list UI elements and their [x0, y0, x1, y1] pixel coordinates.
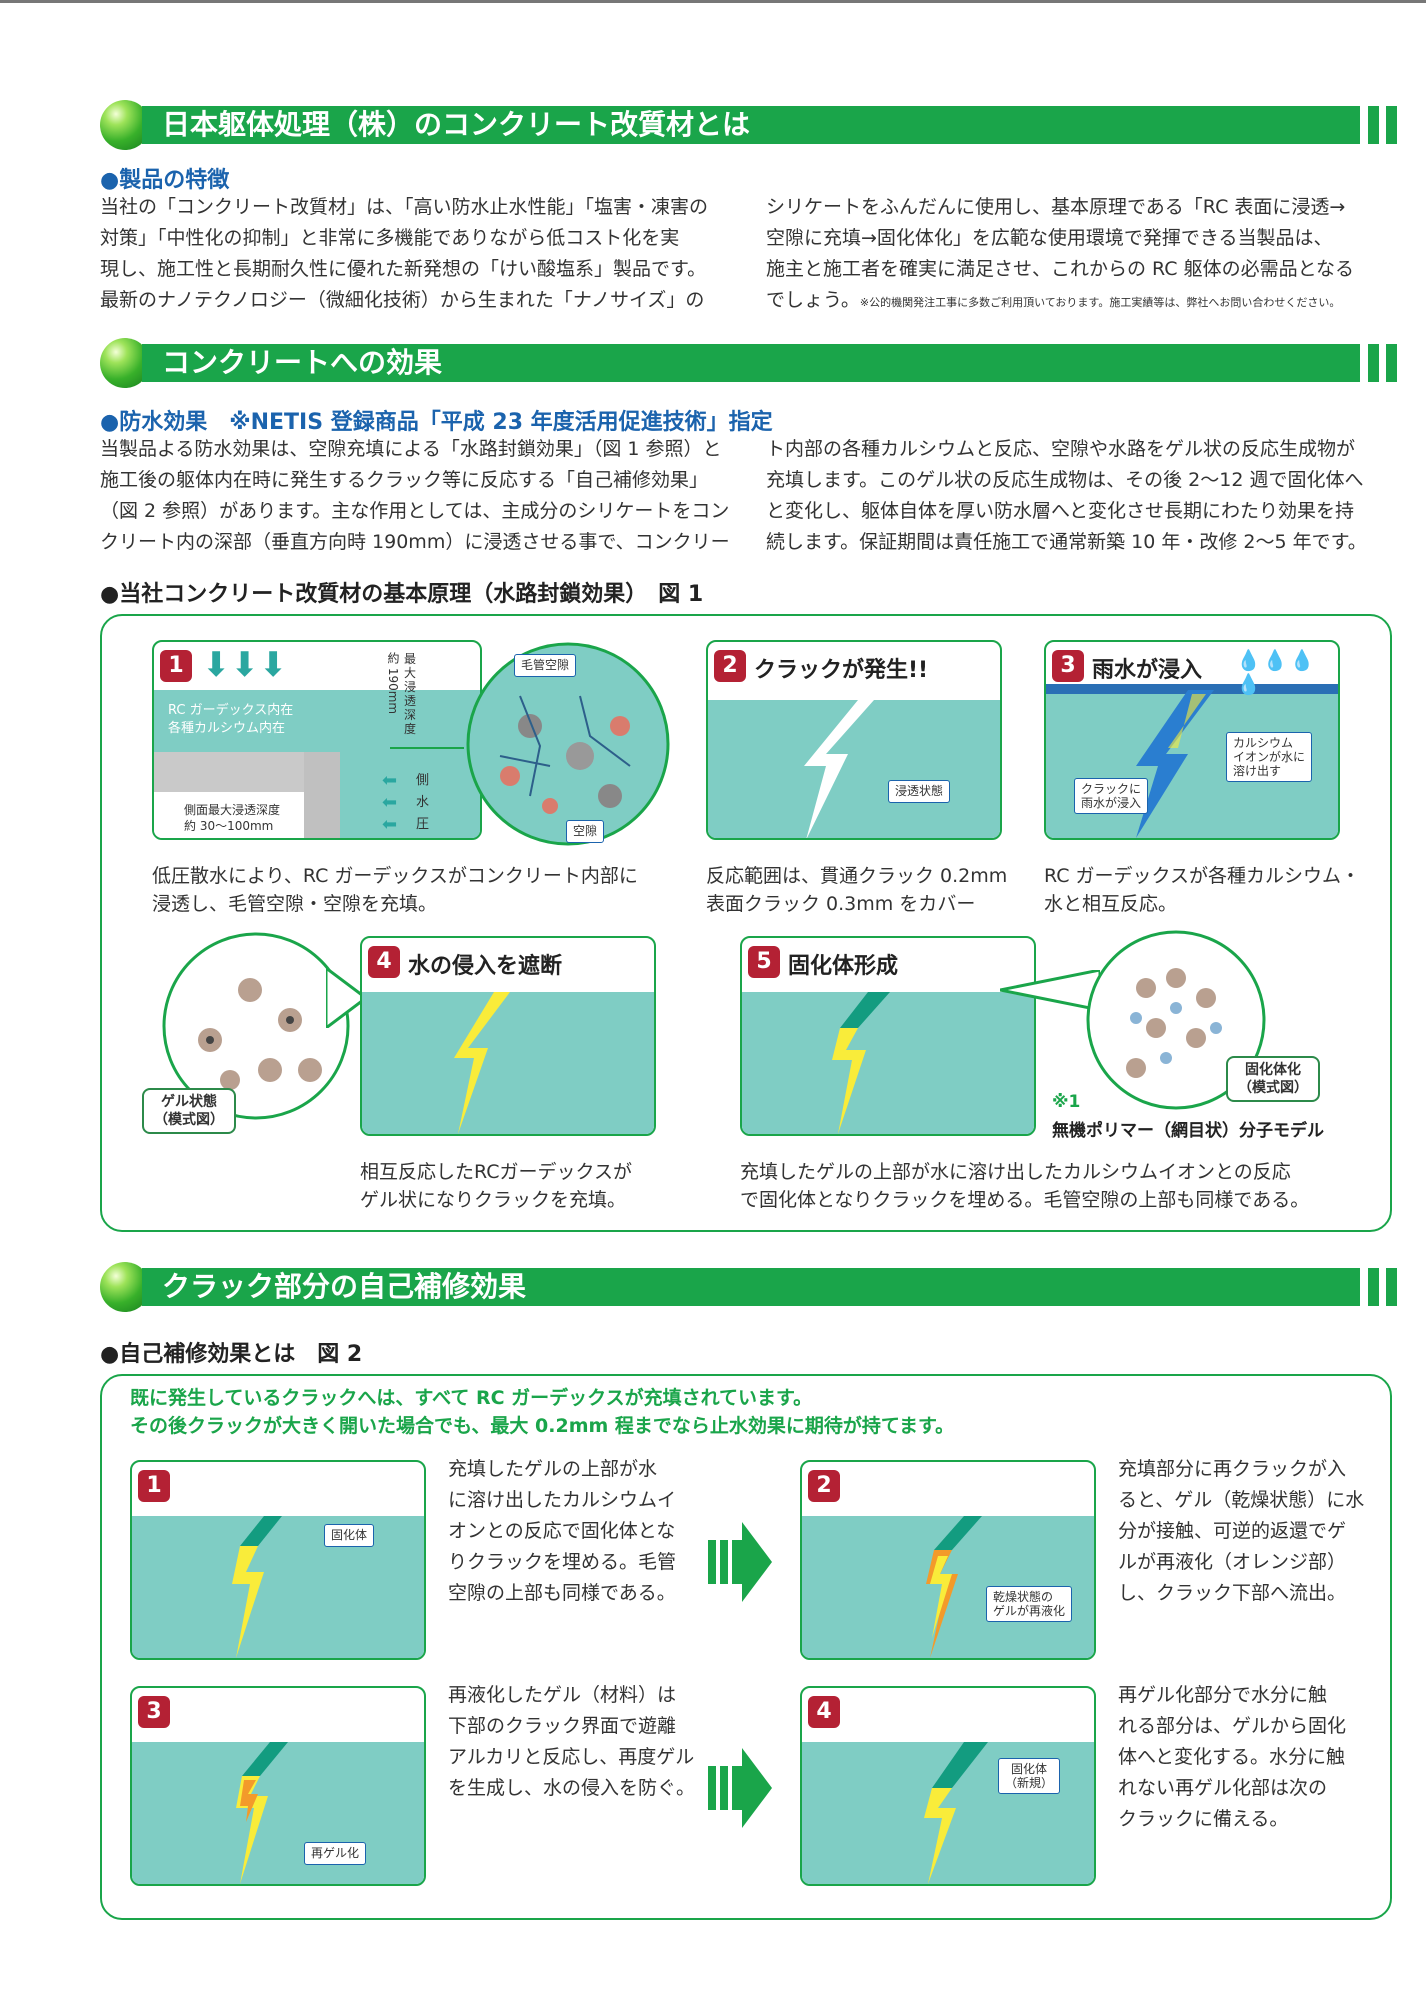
fig1-step4-caption: 相互反応したRCガーデックスがゲル状になりクラックを充填。 — [360, 1161, 632, 1211]
fig1-step3-caption: RC ガーデックスが各種カルシウム・水と相互反応。 — [1044, 865, 1360, 915]
waterproof-heading: ●防水効果 ※NETIS 登録商品「平成 23 年度活用促進技術」指定 — [100, 410, 773, 435]
section-title: クラック部分の自己補修効果 — [162, 1270, 527, 1303]
gel-molecule-circle — [162, 932, 350, 1120]
fig2-tile3: 3 再ゲル化 — [130, 1686, 426, 1886]
solid-molecule-circle — [1086, 930, 1266, 1110]
fig2-tile4: 4 固化体（新規） — [800, 1686, 1096, 1886]
fig1-step3: 3 雨水が浸入 💧💧💧💧 カルシウムイオンが水に溶け出す クラックに雨水が浸入 — [1044, 640, 1340, 840]
section-title: コンクリートへの効果 — [162, 346, 443, 379]
lightning-crack-icon — [804, 700, 874, 838]
fig2-tile1-caption: 充填したゲルの上部が水に溶け出したカルシウムイオンとの反応で固化体となりクラック… — [448, 1458, 677, 1604]
lightning-crack-icon — [454, 992, 510, 1134]
fig2-heading: ●自己補修効果とは 図 2 — [100, 1342, 363, 1367]
fig1-step2: 2 クラックが発生!! 浸透状態 — [706, 640, 1002, 840]
pore-magnify-circle — [390, 642, 670, 846]
fig2-tile2: 2 乾燥状態のゲルが再液化 — [800, 1460, 1096, 1660]
lightning-crack-icon — [832, 1028, 866, 1134]
waterproof-left: 当製品よる防水効果は、空隙充填による「水路封鎖効果」（図 1 参照）と施工後の躯… — [100, 438, 730, 553]
section-header-3: クラック部分の自己補修効果 — [100, 1262, 1426, 1312]
right-arrow-icon — [708, 1522, 772, 1602]
fig2-tile2-caption: 充填部分に再クラックが入ると、ゲル（乾燥状態）に水分が接触、可逆的返還でゲルが再… — [1118, 1458, 1365, 1604]
green-ball-icon — [100, 338, 150, 388]
top-rule — [0, 0, 1426, 3]
fig1-step1-caption: 低圧散水により、RC ガーデックスがコンクリート内部に浸透し、毛管空隙・空隙を充… — [152, 865, 638, 915]
features-right: シリケートをふんだんに使用し、基本原理である「RC 表面に浸透→空隙に充填→固化… — [766, 196, 1355, 311]
features-heading: ●製品の特徴 — [100, 168, 230, 193]
fig2-tile3-caption: 再液化したゲル（材料）は下部のクラック界面で遊離アルカリと反応し、再度ゲルを生成… — [448, 1684, 696, 1799]
fig1-step5-caption: 充填したゲルの上部が水に溶け出したカルシウムイオンとの反応で固化体となりクラック… — [740, 1161, 1310, 1211]
fig1-heading: ●当社コンクリート改質材の基本原理（水路封鎖効果） 図 1 — [100, 582, 704, 607]
fig1-step4: 4 水の侵入を遮断 — [360, 936, 656, 1136]
features-left: 当社の「コンクリート改質材」は、「高い防水止水性能」「塩害・凍害の対策」「中性化… — [100, 196, 709, 311]
raindrop-icon: 💧💧💧💧 — [1236, 648, 1317, 696]
fig2-intro: 既に発生しているクラックへは、すべて RC ガーデックスが充填されています。その… — [130, 1387, 955, 1437]
fig2-tile4-caption: 再ゲル化部分で水分に触れる部分は、ゲルから固化体へと変化する。水分に触れない再ゲ… — [1118, 1684, 1347, 1830]
down-arrow-icon: ⬇⬇⬇ — [202, 645, 288, 685]
lightning-crack-icon — [232, 1546, 264, 1658]
section-header-2: コンクリートへの効果 — [100, 338, 1426, 388]
section-header-1: 日本躯体処理（株）のコンクリート改質材とは — [100, 100, 1426, 150]
green-ball-icon — [100, 1262, 150, 1312]
fig1-step1: 1 ⬇⬇⬇ RC ガーデックス内在各種カルシウム内在 最大浸透深度 約 190m… — [152, 640, 482, 840]
lightning-crack-icon — [924, 1788, 956, 1884]
right-arrow-icon — [708, 1748, 772, 1828]
left-arrow-icon: ⬅⬅⬅ — [382, 770, 398, 835]
section-title: 日本躯体処理（株）のコンクリート改質材とは — [162, 108, 751, 141]
fig2-tile1: 1 固化体 — [130, 1460, 426, 1660]
green-ball-icon — [100, 100, 150, 150]
fig1-step5: 5 固化体形成 — [740, 936, 1036, 1136]
waterproof-right: ト内部の各種カルシウムと反応、空隙や水路をゲル状の反応生成物が充填します。このゲ… — [766, 438, 1367, 553]
